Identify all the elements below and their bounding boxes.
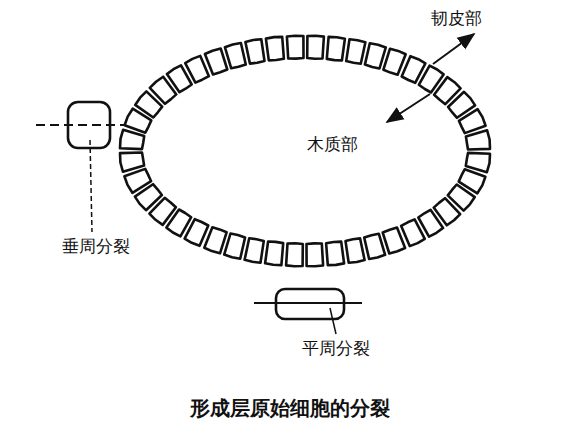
leader-line (90, 140, 92, 232)
cambium-cell (286, 243, 303, 266)
cambium-cell (326, 242, 344, 266)
cambium-cell (364, 234, 385, 259)
cambium-cell (287, 36, 304, 59)
part-label: 平周分裂 (300, 338, 372, 358)
cambium-cell (365, 43, 386, 68)
cambium-cell (225, 43, 246, 68)
cambium-cell (265, 242, 283, 266)
anticlinal-cell (68, 102, 110, 148)
xylem-arrow (387, 94, 430, 122)
cambium-ring (120, 36, 490, 267)
part-label: 木质部 (305, 134, 360, 154)
cambium-cell (245, 238, 264, 262)
cambium-cell (120, 153, 144, 172)
cambium-cell (346, 39, 365, 63)
cambium-cell (185, 56, 209, 83)
cambium-cell (205, 49, 227, 75)
cambium-cell (466, 130, 490, 149)
cambium-cell (307, 36, 324, 59)
leader-line (330, 308, 336, 334)
cambium-cell (346, 238, 365, 262)
cambium-cell (327, 37, 345, 61)
cambium-cell (204, 227, 226, 253)
cambium-cell (245, 39, 264, 63)
cambium-cell (383, 228, 405, 254)
division-plane (254, 302, 362, 304)
figure-caption: 形成层原始细胞的分裂 (188, 396, 392, 420)
cambium-cell (459, 109, 486, 133)
cambium-cell (124, 169, 151, 193)
cambium-cell (224, 234, 245, 259)
cambium-cell (120, 130, 144, 149)
cambium-cell (466, 153, 490, 172)
part-label: 垂周分裂 (60, 236, 132, 256)
cambium-cell (307, 243, 324, 266)
part-label: 韧皮部 (429, 8, 484, 28)
cambium-cell (401, 219, 425, 246)
cambium-cell (383, 49, 405, 75)
division-plane (36, 124, 124, 126)
phloem-arrow (433, 34, 474, 64)
cambium-cell (266, 37, 284, 61)
